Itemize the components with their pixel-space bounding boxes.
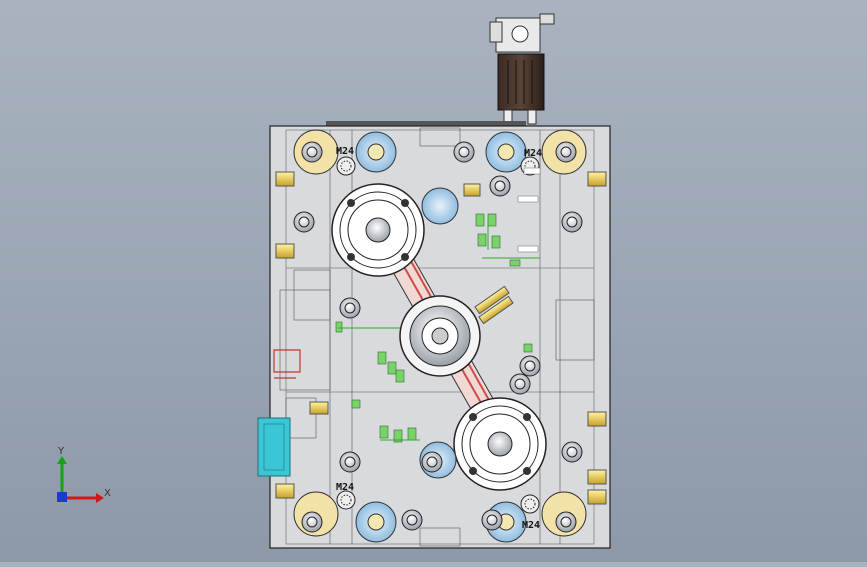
cooling-fitting-icon bbox=[587, 411, 607, 427]
bolt-head-icon bbox=[555, 511, 577, 533]
m24-threaded-insert-icon bbox=[520, 494, 540, 514]
bolt-head-icon bbox=[339, 451, 361, 473]
bolt-heads bbox=[293, 141, 583, 533]
bolt-head-icon bbox=[481, 509, 503, 531]
bolt-head-icon bbox=[301, 141, 323, 163]
cooling-fitting-icon bbox=[309, 401, 329, 415]
bolt-head-icon bbox=[421, 451, 443, 473]
m24-threaded-insert-icon bbox=[336, 156, 356, 176]
axis-y-label: Y bbox=[57, 446, 65, 457]
cooling-fittings bbox=[275, 171, 607, 505]
lower-gear-disc[interactable] bbox=[453, 397, 547, 491]
bolt-head-icon bbox=[555, 141, 577, 163]
m24-label-bottom-left: M24 bbox=[336, 482, 354, 493]
bolt-head-icon bbox=[519, 355, 541, 377]
axis-x-label: X bbox=[104, 488, 111, 499]
green-parts bbox=[335, 213, 533, 443]
cooling-fitting-icon bbox=[275, 483, 295, 499]
red-hoses bbox=[273, 349, 301, 379]
label-plates bbox=[517, 167, 541, 253]
sprue-fittings bbox=[463, 183, 514, 325]
bolt-head-icon bbox=[293, 211, 315, 233]
bolt-head-icon bbox=[401, 509, 423, 531]
cooling-fitting-icon bbox=[587, 171, 607, 187]
cooling-fitting-icon bbox=[587, 469, 607, 485]
green-lines bbox=[338, 220, 540, 441]
top-bar bbox=[326, 121, 526, 126]
center-gear-disc[interactable] bbox=[399, 295, 481, 377]
cooling-fitting-icon bbox=[275, 243, 295, 259]
m24-label-top-left: M24 bbox=[336, 146, 354, 157]
m24-label-top-right: M24 bbox=[524, 148, 542, 159]
cooling-fitting-icon bbox=[587, 489, 607, 505]
upper-gear-disc[interactable] bbox=[331, 183, 425, 277]
motor-assembly[interactable] bbox=[489, 13, 555, 125]
bolt-head-icon bbox=[561, 211, 583, 233]
cooling-fitting-icon bbox=[275, 171, 295, 187]
m24-threaded-insert-icon bbox=[336, 490, 356, 510]
m24-label-bottom-right: M24 bbox=[522, 520, 540, 531]
bolt-head-icon bbox=[561, 441, 583, 463]
structure-lines bbox=[279, 127, 595, 547]
bolt-head-icon bbox=[453, 141, 475, 163]
bolt-head-icon bbox=[509, 373, 531, 395]
bolt-head-icon bbox=[489, 175, 511, 197]
bolt-head-icon bbox=[301, 511, 323, 533]
axis-triad-icon: X Y bbox=[57, 446, 111, 503]
cyan-connector-block[interactable] bbox=[257, 417, 291, 477]
bolt-head-icon bbox=[339, 297, 361, 319]
